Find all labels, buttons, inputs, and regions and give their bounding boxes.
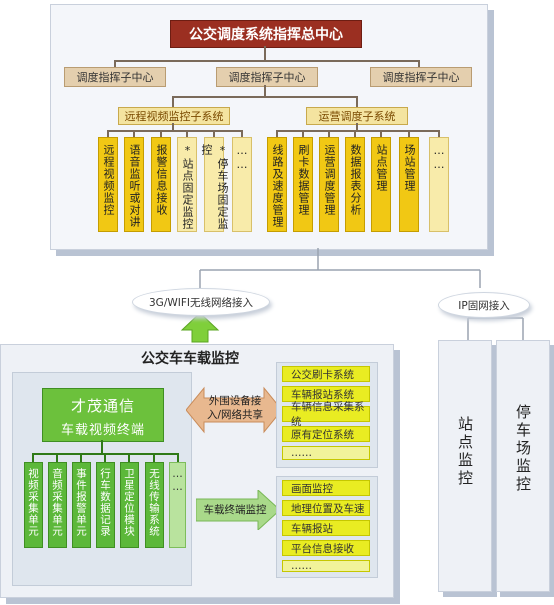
connector	[356, 96, 358, 108]
connector	[172, 96, 358, 98]
unit-5: 卫星定位模块	[120, 462, 139, 548]
peripheral-arrow	[186, 386, 282, 434]
connector	[107, 130, 109, 138]
connector	[302, 130, 304, 138]
connector	[213, 130, 215, 138]
unit-1: 视频采集单元	[24, 462, 43, 548]
video-subsystem-title: 远程视频监控子系统	[118, 107, 230, 125]
ops-item-7: ……	[429, 137, 449, 232]
ops-item-4: 数据报表分析	[345, 137, 365, 232]
connector	[264, 85, 266, 97]
connector	[56, 453, 58, 463]
peripheral-label: 外围设备接入/网络共享	[206, 395, 264, 421]
ops-item-3: 运营调度管理	[319, 137, 339, 232]
ops-item-6: 场站管理	[399, 137, 419, 232]
connector	[356, 123, 358, 131]
connector	[172, 96, 174, 108]
unit-7: ……	[169, 462, 186, 548]
ext-item-3: 车辆信息采集系统	[282, 401, 370, 428]
unit-4: 行车数据记录	[96, 462, 115, 548]
connector	[101, 440, 103, 454]
ext-item-1: 公交刷卡系统	[282, 366, 370, 382]
connector	[186, 130, 188, 138]
parking-monitor-panel	[496, 340, 550, 592]
ops-item-5: 站点管理	[371, 137, 391, 232]
video-item-6: ……	[232, 137, 252, 232]
video-item-4: *站点固定监控	[177, 137, 197, 232]
sub-center-1: 调度指挥子中心	[64, 67, 166, 87]
connector	[328, 130, 330, 138]
connector	[177, 453, 179, 463]
mon-item-2: 地理位置及车速	[282, 500, 370, 516]
mon-item-4: 平台信息接收	[282, 540, 370, 556]
monitor-label: 车载终端监控	[203, 504, 267, 516]
uplink-arrow	[180, 312, 220, 343]
unit-2: 音频采集单元	[48, 462, 67, 548]
ops-item-2: 刷卡数据管理	[293, 137, 313, 232]
connector	[276, 130, 278, 138]
mon-item-5: ……	[282, 560, 370, 572]
terminal-brand: 才茂通信	[70, 397, 135, 415]
connector	[241, 130, 243, 138]
connector	[408, 130, 410, 138]
station-monitor-panel	[438, 340, 492, 592]
connector	[114, 60, 116, 68]
terminal-box: 才茂通信 车载视频终端	[42, 388, 164, 442]
connector	[80, 453, 82, 463]
ext-item-2: 车辆报站系统	[282, 386, 370, 402]
video-item-2: 语音监听或对讲	[124, 137, 144, 232]
unit-3: 事件报警单元	[72, 462, 91, 548]
ops-subsystem-title: 运营调度子系统	[306, 107, 408, 125]
connector	[128, 453, 130, 463]
command-center-title: 公交调度系统指挥总中心	[170, 20, 362, 48]
connector	[276, 130, 440, 132]
video-item-5: *停车场固定监控	[200, 137, 229, 232]
connector	[354, 130, 356, 138]
sub-center-3: 调度指挥子中心	[370, 67, 472, 87]
terminal-name: 车载视频终端	[60, 423, 145, 438]
connector	[418, 60, 420, 68]
connector	[264, 46, 266, 62]
connector	[32, 453, 34, 463]
ops-item-1: 线路及速度管理	[267, 137, 287, 232]
connector	[133, 130, 135, 138]
connector	[160, 130, 162, 138]
station-monitor-label: 站点监控	[456, 416, 474, 488]
parking-monitor-label: 停车场监控	[514, 404, 532, 494]
connector	[380, 130, 382, 138]
connector	[114, 60, 418, 62]
vehicle-title: 公交车车载监控	[141, 351, 239, 367]
connector	[107, 130, 243, 132]
connector	[153, 453, 155, 463]
mon-item-3: 车辆报站	[282, 520, 370, 536]
unit-6: 无线传输系统	[145, 462, 164, 548]
ext-item-4: 原有定位系统	[282, 426, 370, 442]
sub-center-2: 调度指挥子中心	[216, 67, 318, 87]
wireless-access: 3G/WIFI无线网络接入	[132, 288, 270, 316]
monitor-arrow	[196, 490, 280, 530]
connector	[104, 453, 106, 463]
mon-item-1: 画面监控	[282, 480, 370, 496]
fixed-access: IP固网接入	[438, 292, 530, 318]
video-item-1: 远程视频监控	[98, 137, 118, 232]
connector	[438, 130, 440, 138]
connector	[172, 123, 174, 131]
ext-item-5: ……	[282, 446, 370, 460]
video-item-3: 报警信息接收	[151, 137, 171, 232]
